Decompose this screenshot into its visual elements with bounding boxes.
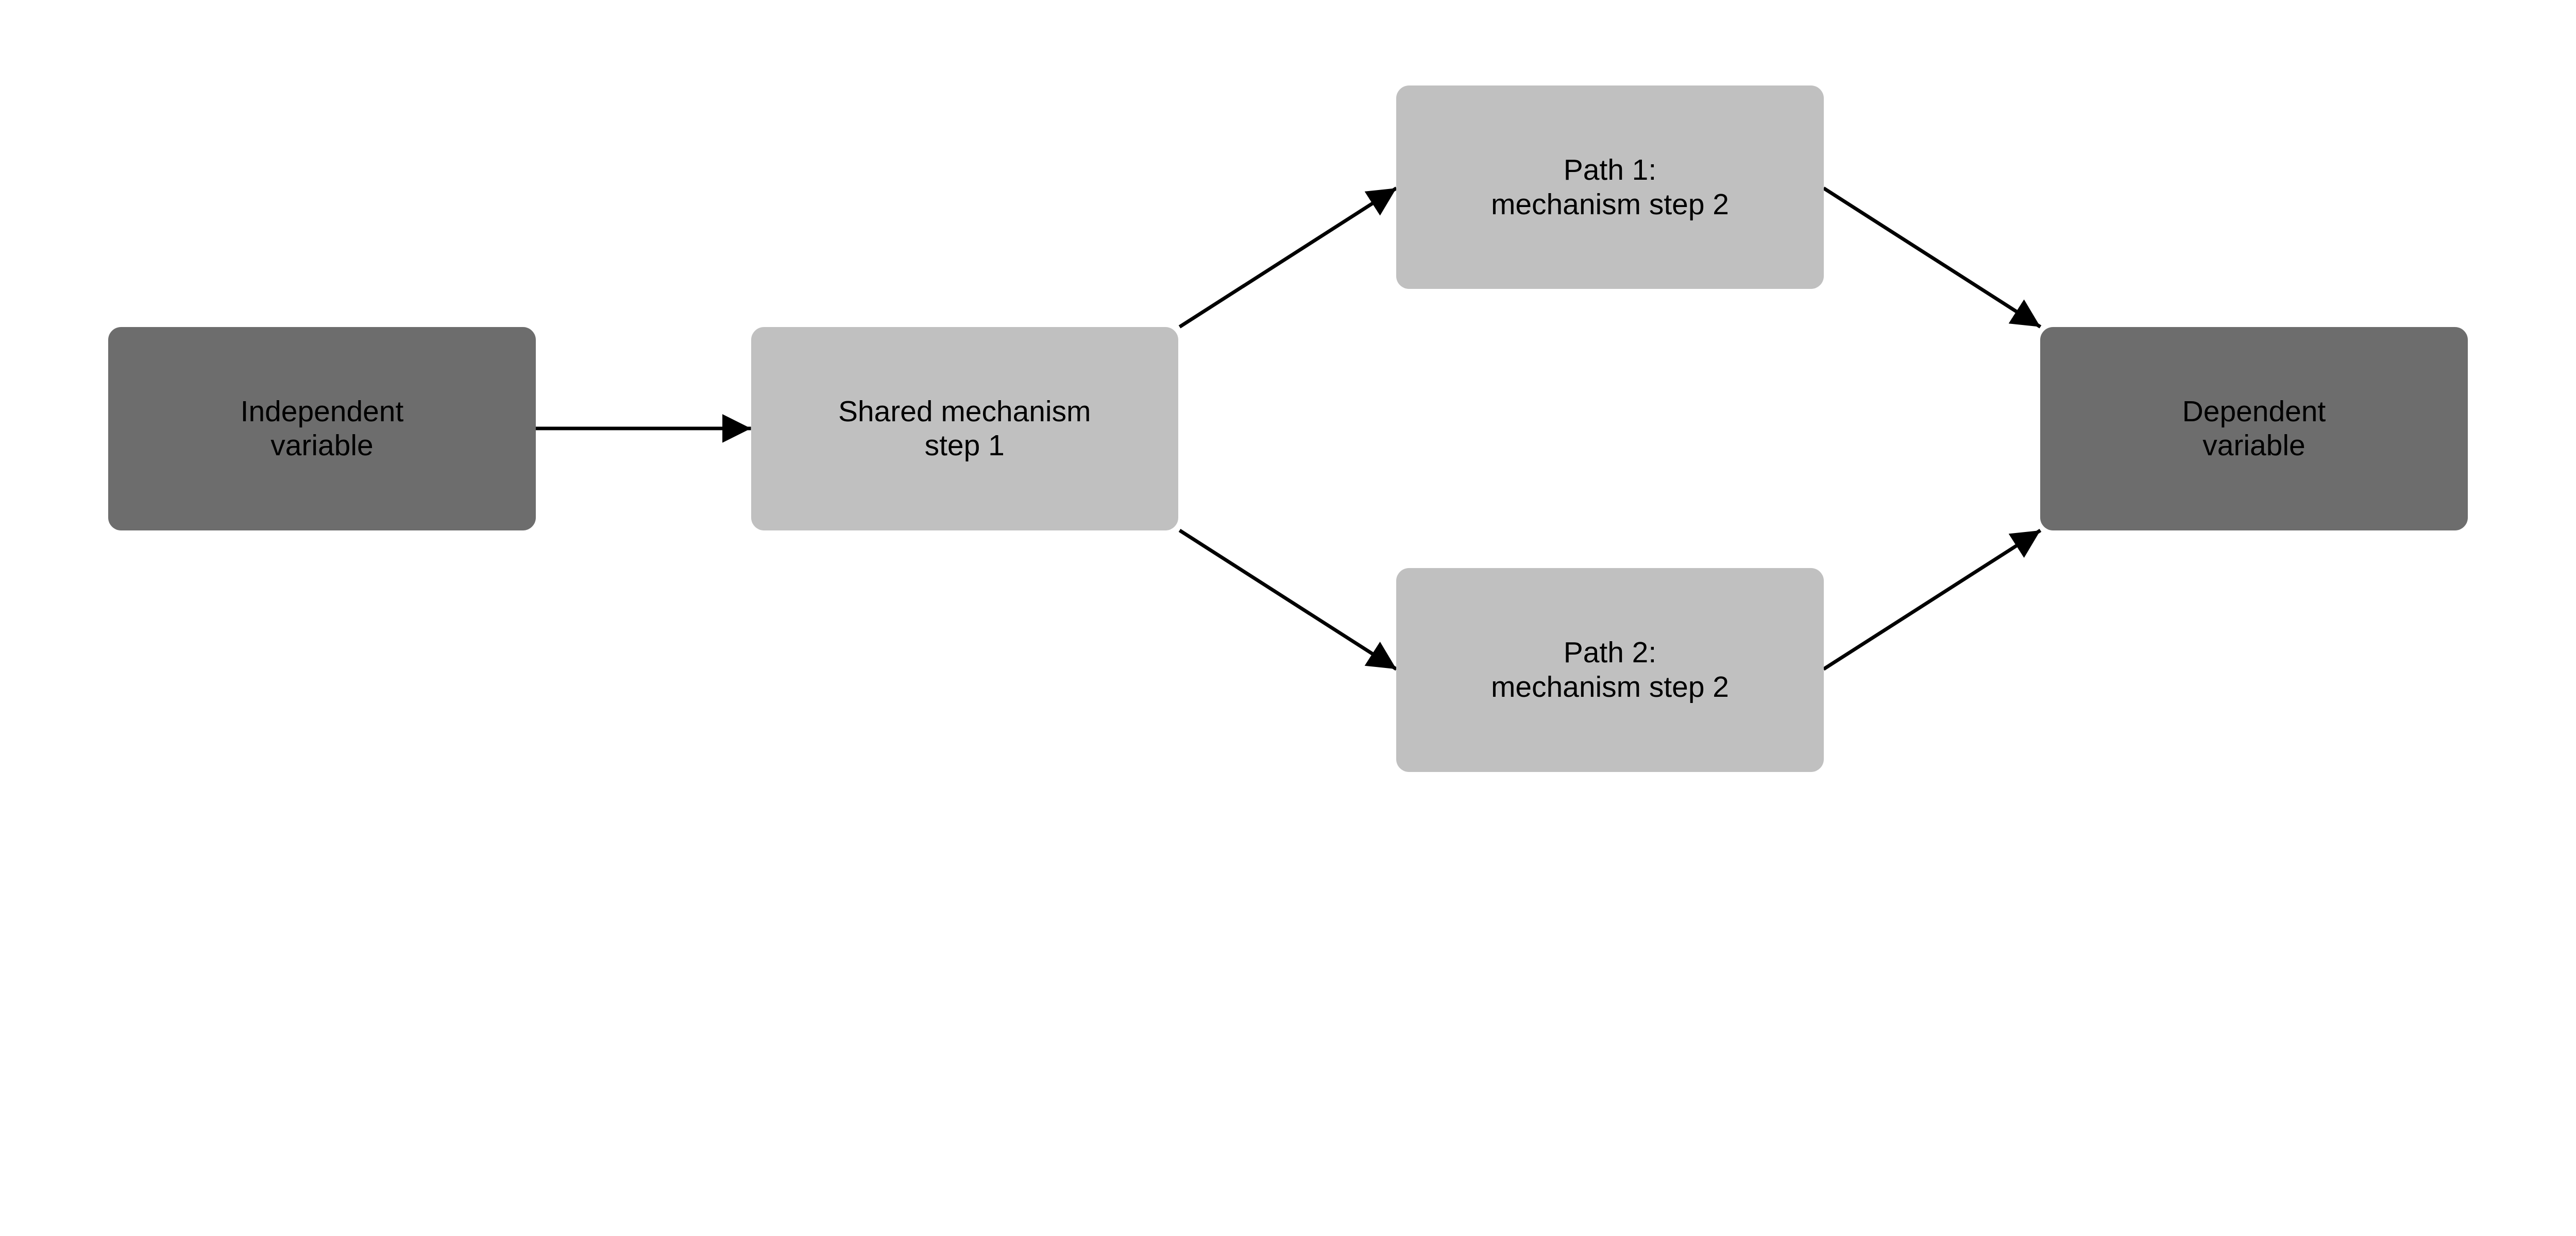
- node-label-line1: Independent: [240, 394, 404, 428]
- node-label-line2: step 1: [924, 429, 1005, 462]
- node-label-line1: Path 2:: [1563, 636, 1657, 670]
- node-label-line1: Shared mechanism: [838, 394, 1091, 428]
- node-path2: Path 2:mechanism step 2: [1396, 568, 1824, 772]
- node-label-line1: Path 1:: [1563, 153, 1657, 186]
- node-label-line2: variable: [270, 429, 374, 462]
- arrow-shared-to-path2: [1178, 528, 1398, 671]
- arrow-path1-to-dependent: [1822, 186, 2042, 329]
- node-label-line1: Dependent: [2182, 394, 2326, 428]
- node-label-line2: mechanism step 2: [1490, 671, 1729, 704]
- arrow-path2-to-dependent: [1822, 528, 2042, 671]
- node-label-line2: variable: [2202, 429, 2306, 462]
- arrow-shared-to-path1: [1178, 186, 1398, 329]
- node-label-line2: mechanism step 2: [1490, 187, 1729, 221]
- arrows-layer: [535, 186, 2042, 671]
- node-path1: Path 1:mechanism step 2: [1396, 85, 1824, 289]
